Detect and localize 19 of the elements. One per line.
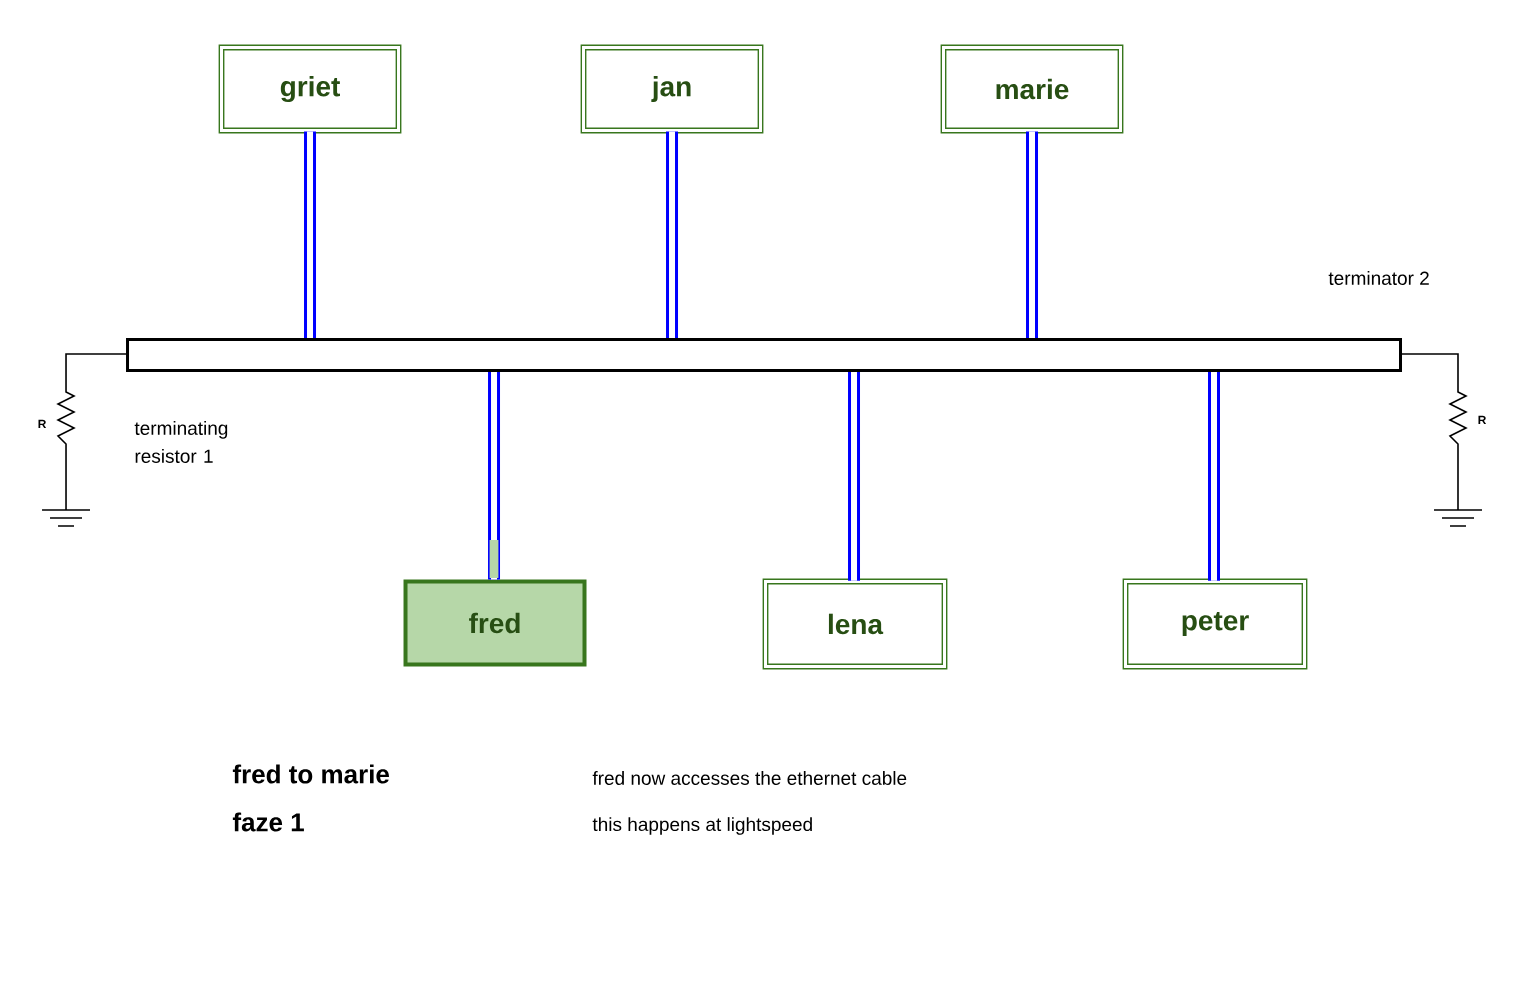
computer-box: jan: [580, 44, 764, 134]
computer-box: lena: [762, 578, 948, 670]
computer-box: griet: [218, 44, 402, 134]
network-cable: [1026, 131, 1038, 338]
network-cable: [1208, 372, 1220, 581]
network-cable: [488, 372, 500, 580]
note-text: this happens at lightspeed: [592, 817, 812, 835]
bus-cable: [126, 338, 1402, 372]
computer-box: fred: [403, 579, 587, 667]
computer-box: marie: [940, 44, 1124, 134]
network-cable: [304, 131, 316, 338]
phase-title: faze 1: [232, 812, 304, 832]
terminator-label: terminating resistor 1: [134, 421, 228, 463]
computer-box: peter: [1122, 578, 1308, 670]
note-text: fred now accesses the ethernet cable: [592, 771, 907, 785]
network-cable: [848, 372, 860, 581]
terminator-label: terminator 2: [1328, 271, 1429, 285]
phase-title: fred to marie: [232, 764, 389, 784]
network-cable: [666, 131, 678, 338]
